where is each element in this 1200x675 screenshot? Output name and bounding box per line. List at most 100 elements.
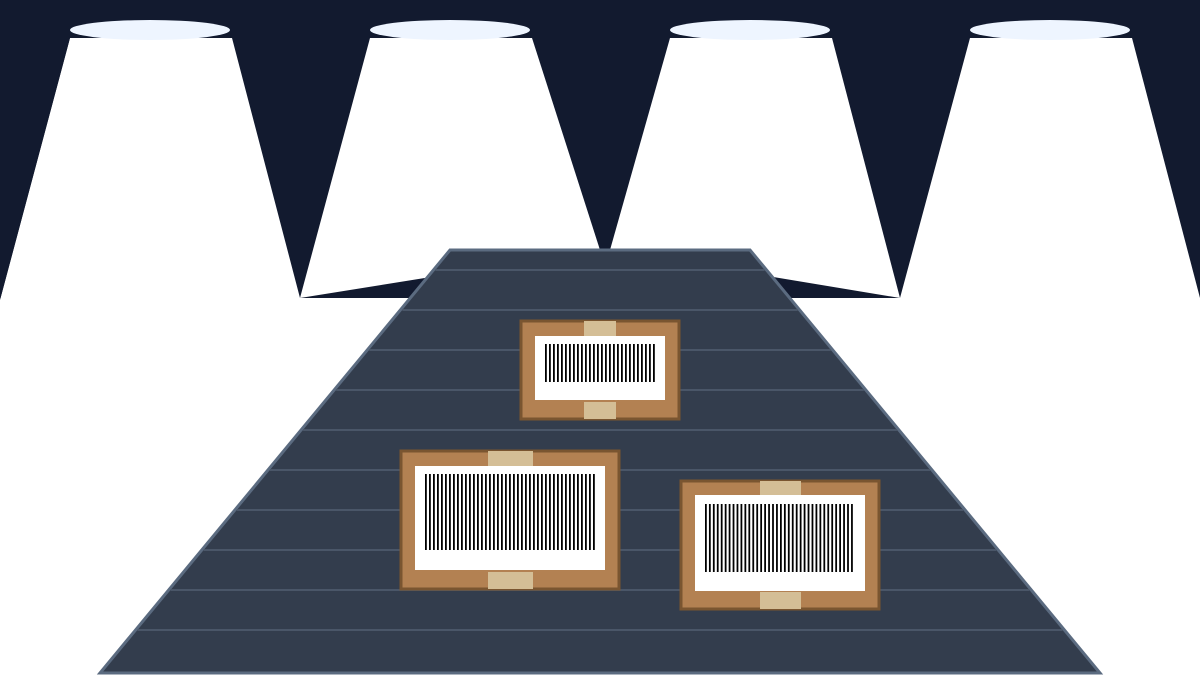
barcode-bar <box>513 474 515 550</box>
barcode-bar <box>425 474 427 550</box>
barcode-bar <box>756 504 759 572</box>
barcode-bar <box>461 474 463 550</box>
barcode-bar <box>787 504 790 572</box>
shipping-label <box>535 336 665 400</box>
barcode-bar <box>577 344 579 382</box>
barcode-bar <box>541 474 543 550</box>
barcode-bar <box>489 474 491 550</box>
barcode-bar <box>561 474 563 550</box>
barcode-bar <box>449 474 451 550</box>
barcode-bar <box>716 504 719 572</box>
barcode-bar <box>569 474 571 550</box>
barcode-bar <box>768 504 770 572</box>
barcode-bar <box>827 504 830 572</box>
package-tape-bottom <box>488 572 533 589</box>
barcode-bar <box>780 504 782 572</box>
barcode-bar <box>807 504 810 572</box>
barcode-bar <box>625 344 627 382</box>
barcode <box>425 474 595 550</box>
barcode-bar <box>481 474 483 550</box>
package-large-right <box>679 479 881 611</box>
light-beam-2 <box>300 38 600 298</box>
barcode-bar <box>760 504 763 572</box>
barcode-bar <box>629 344 631 382</box>
barcode-bar <box>641 344 643 382</box>
barcode-bar <box>565 344 567 382</box>
barcode-bar <box>429 474 431 550</box>
lamp-3 <box>670 20 830 40</box>
barcode-bar <box>445 474 447 550</box>
packages <box>399 319 881 611</box>
barcode-bar <box>549 344 551 382</box>
barcode-bar <box>585 474 587 550</box>
barcode-bar <box>740 504 743 572</box>
barcode <box>545 344 655 382</box>
barcode-bar <box>437 474 439 550</box>
barcode-bar <box>497 474 499 550</box>
barcode-bar <box>637 344 639 382</box>
package-tape-top <box>488 451 533 466</box>
barcode-bar <box>645 344 647 382</box>
barcode-bar <box>605 344 607 382</box>
barcode-bar <box>748 504 751 572</box>
barcode-bar <box>465 474 467 550</box>
barcode-bar <box>573 474 575 550</box>
barcode-bar <box>633 344 635 382</box>
barcode-bar <box>819 504 822 572</box>
barcode-bar <box>708 504 711 572</box>
barcode-bar <box>433 474 435 550</box>
barcode-bar <box>477 474 479 550</box>
barcode-bar <box>823 504 826 572</box>
light-beam-4 <box>900 38 1200 298</box>
light-beam-1-left <box>0 38 70 300</box>
barcode-bar <box>469 474 471 550</box>
barcode-bar <box>589 344 591 382</box>
package-tape-top <box>760 481 801 496</box>
barcode <box>705 504 853 572</box>
barcode-bar <box>517 474 519 550</box>
barcode-bar <box>799 504 802 572</box>
barcode-bar <box>720 504 723 572</box>
barcode-bar <box>811 504 814 572</box>
barcode-bar <box>537 474 539 550</box>
barcode-bar <box>529 474 531 550</box>
barcode-bar <box>835 504 838 572</box>
barcode-bar <box>501 474 503 550</box>
barcode-bar <box>815 504 818 572</box>
barcode-bar <box>565 474 567 550</box>
barcode-bar <box>557 474 559 550</box>
barcode-bar <box>705 504 707 572</box>
lamp-2 <box>370 20 530 40</box>
barcode-bar <box>847 504 849 572</box>
barcode-bar <box>601 344 603 382</box>
barcode-bar <box>453 474 455 550</box>
barcode-bar <box>553 474 555 550</box>
barcode-bar <box>593 474 595 550</box>
barcode-bar <box>573 344 575 382</box>
barcode-bar <box>473 474 475 550</box>
barcode-bar <box>732 504 735 572</box>
barcode-bar <box>831 504 834 572</box>
barcode-bar <box>839 504 841 572</box>
package-tape-bottom <box>584 402 616 419</box>
barcode-bar <box>764 504 766 572</box>
barcode-bar <box>712 504 715 572</box>
barcode-bar <box>609 344 611 382</box>
barcode-bar <box>621 344 623 382</box>
barcode-bar <box>843 504 845 572</box>
barcode-bar <box>581 474 583 550</box>
barcode-bar <box>493 474 495 550</box>
barcode-bar <box>736 504 739 572</box>
barcode-bar <box>613 344 615 382</box>
barcode-bar <box>485 474 487 550</box>
barcode-bar <box>752 504 755 572</box>
barcode-bar <box>569 344 571 382</box>
barcode-bar <box>649 344 651 382</box>
barcode-bar <box>525 474 527 550</box>
barcode-bar <box>561 344 563 382</box>
barcode-bar <box>533 474 535 550</box>
package-large-left <box>399 449 621 591</box>
package-small <box>519 319 681 421</box>
barcode-bar <box>557 344 559 382</box>
